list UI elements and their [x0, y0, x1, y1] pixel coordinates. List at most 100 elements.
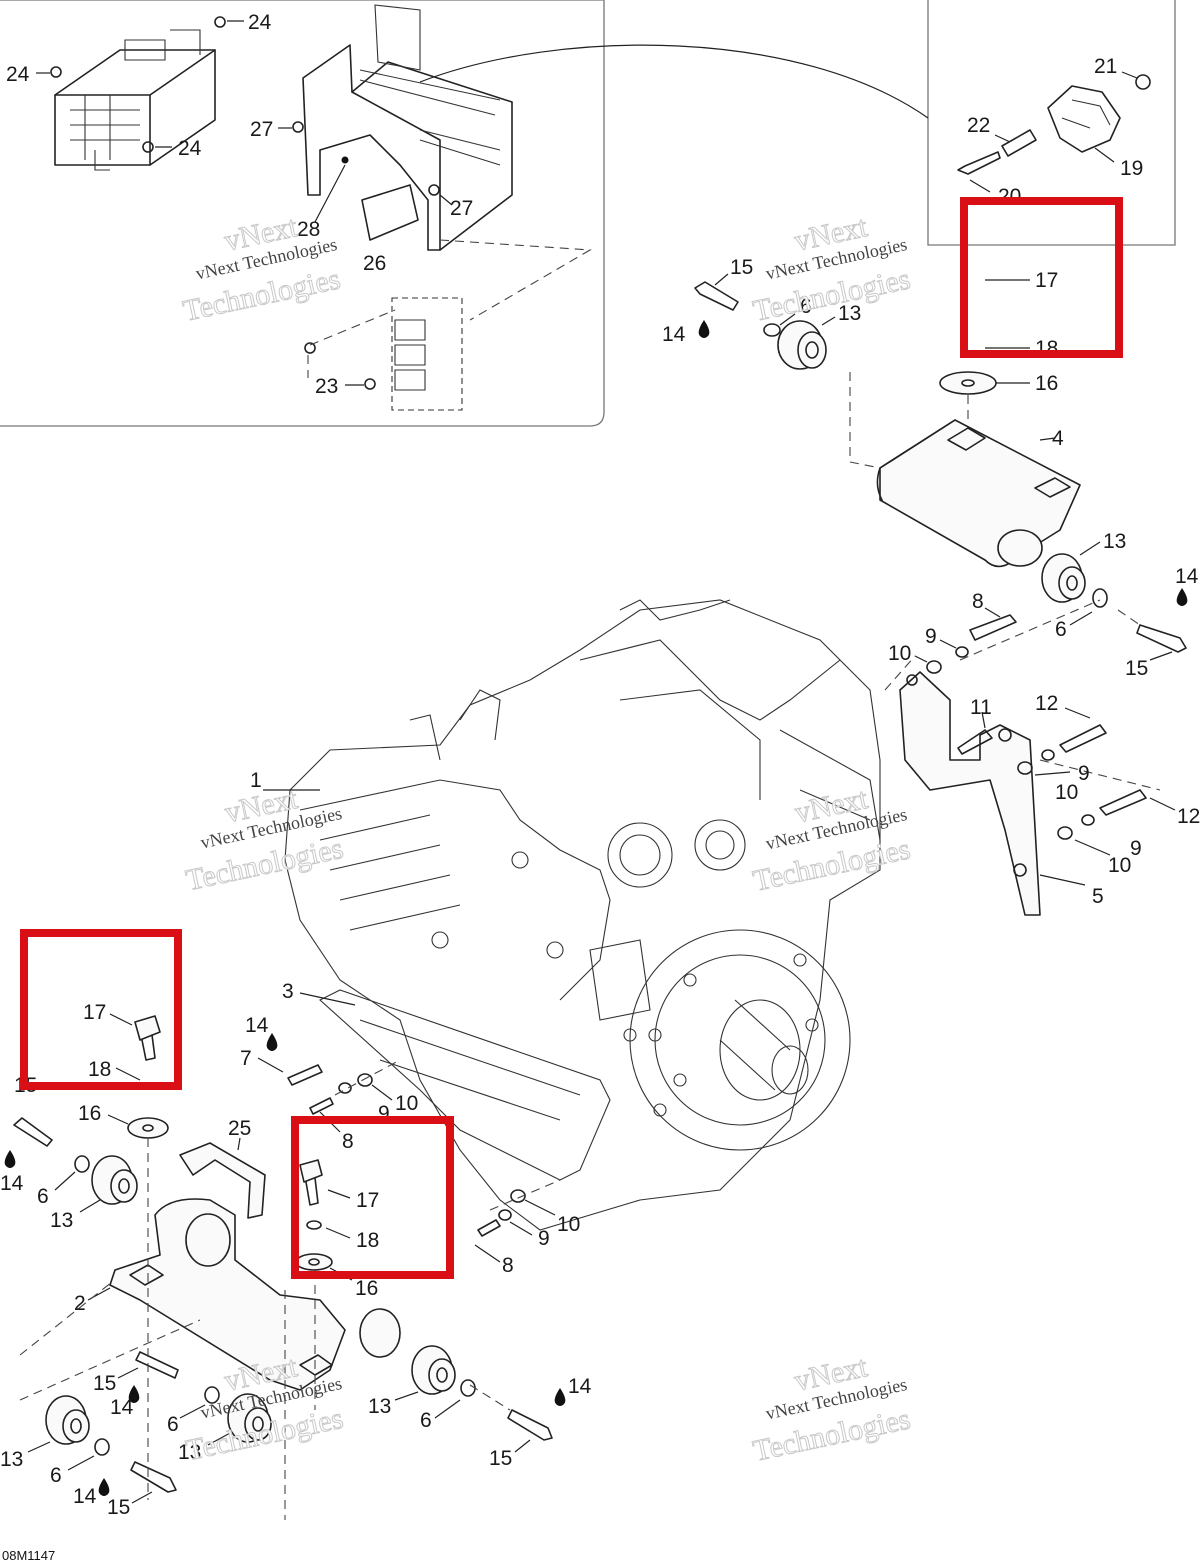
watermark: vNext vNext Technologies Technologies	[750, 781, 914, 898]
callout-14: 14	[568, 1375, 592, 1398]
fastener-24b-icon	[36, 66, 62, 78]
lubricant-drop-icon	[4, 1150, 16, 1168]
callout-23: 23	[315, 375, 338, 398]
callout-5: 5	[1092, 885, 1104, 908]
callout-24: 24	[6, 63, 30, 86]
washer-9b-icon	[1041, 749, 1055, 761]
callout-9: 9	[1130, 837, 1142, 860]
fastener-24a-icon	[214, 16, 244, 28]
watermark: vNext vNext Technologies Technologies	[750, 1350, 914, 1469]
callout-25: 25	[228, 1117, 251, 1140]
lubricant-drop-icon	[266, 1033, 278, 1051]
bolt-15c-icon	[13, 1117, 53, 1147]
lubricant-drop-icon	[698, 320, 710, 338]
callout-12: 12	[1035, 692, 1058, 715]
washer-6a-icon	[763, 313, 796, 337]
mount-bracket-4	[876, 419, 1081, 568]
callout-27: 27	[450, 197, 473, 220]
callout-13: 13	[178, 1441, 201, 1464]
control-module	[391, 297, 463, 411]
washer-6c-icon	[54, 1155, 90, 1191]
bushing-13f-icon	[27, 1395, 90, 1453]
callout-17: 17	[83, 1001, 106, 1024]
bolt-11-icon	[957, 711, 993, 755]
callout-8: 8	[972, 590, 984, 613]
fastener-27a-icon	[278, 121, 304, 133]
bushing-13d-icon	[394, 1345, 456, 1401]
bolt-15b-icon	[1136, 624, 1187, 661]
washer-16a-icon	[939, 371, 1030, 395]
inset-link-curve	[419, 44, 929, 119]
callout-19: 19	[1120, 157, 1143, 180]
callout-15: 15	[93, 1372, 116, 1395]
washer-9a-icon	[939, 639, 969, 658]
callout-10: 10	[888, 642, 911, 665]
bolt-17b-icon	[299, 1159, 351, 1206]
callout-15: 15	[730, 256, 753, 279]
washer-9d-icon	[338, 1082, 352, 1094]
washer-10e-icon	[510, 1189, 526, 1203]
bolt-15e-icon	[117, 1351, 179, 1379]
stud-8b-icon	[309, 1097, 341, 1133]
callout-14: 14	[0, 1172, 24, 1195]
washer-6f-icon	[67, 1438, 110, 1471]
washer-10c-icon	[1057, 826, 1073, 840]
callout-11: 11	[970, 696, 992, 719]
callout-24: 24	[178, 137, 202, 160]
callout-6: 6	[1055, 618, 1067, 641]
callout-9: 9	[538, 1227, 550, 1250]
callout-6: 6	[50, 1464, 62, 1487]
callout-7: 7	[240, 1047, 252, 1070]
bolt-17c-icon	[109, 1013, 161, 1061]
bolt-7-icon	[257, 1057, 323, 1086]
bushing-13b-icon	[1041, 541, 1101, 603]
spacer-22-icon	[994, 129, 1037, 157]
watermark: vNext vNext Technologies Technologies	[180, 210, 344, 329]
fastener-23b-icon	[345, 378, 376, 390]
callout-24: 24	[248, 11, 272, 34]
callout-9: 9	[1078, 762, 1090, 785]
clip-28-icon	[341, 156, 349, 164]
bushing-13a-icon	[777, 316, 836, 370]
bushing-13c-icon	[79, 1155, 138, 1213]
callout-18: 18	[88, 1058, 111, 1081]
mount-bracket-2	[87, 1198, 401, 1391]
callout-1: 1	[250, 769, 262, 792]
callout-13: 13	[368, 1395, 391, 1418]
washer-6e-icon	[179, 1386, 220, 1419]
engine-assembly	[263, 599, 881, 1231]
fastener-23a-icon	[304, 342, 316, 354]
bracket-5	[899, 671, 1086, 916]
highlight-box-lower-left	[20, 929, 182, 1090]
fastener-27b-icon	[428, 184, 453, 206]
washer-16c-icon	[107, 1114, 169, 1139]
stud-8a-icon	[969, 607, 1017, 641]
bolt-15f-icon	[130, 1461, 177, 1504]
callout-28: 28	[297, 218, 320, 241]
lubricant-drop-icon	[554, 1388, 566, 1406]
inset-frame-sensor	[927, 0, 1176, 246]
watermark: vNext vNext Technologies Technologies	[183, 781, 347, 897]
heat-shield-25	[179, 1137, 266, 1219]
callout-16: 16	[78, 1102, 101, 1125]
callout-12: 12	[1177, 805, 1200, 828]
callout-16: 16	[355, 1277, 378, 1300]
callout-10: 10	[1108, 854, 1131, 877]
callout-6: 6	[420, 1409, 432, 1432]
callout-14: 14	[245, 1014, 269, 1037]
washer-9e-icon	[498, 1209, 512, 1221]
figure-code: 08M1147	[2, 1548, 55, 1563]
callout-26: 26	[363, 252, 386, 275]
callout-6: 6	[37, 1185, 49, 1208]
highlight-box-upper-right	[960, 197, 1123, 358]
bushing-13e-icon	[207, 1393, 272, 1446]
callout-6: 6	[800, 295, 812, 318]
callout-17: 17	[1035, 269, 1058, 292]
washer-9c-icon	[1081, 814, 1095, 826]
washer-10a-icon	[914, 655, 942, 674]
callout-15: 15	[1125, 657, 1148, 680]
washer-10b-icon	[1017, 761, 1033, 775]
callout-9: 9	[378, 1102, 390, 1125]
callout-21: 21	[1094, 55, 1117, 78]
